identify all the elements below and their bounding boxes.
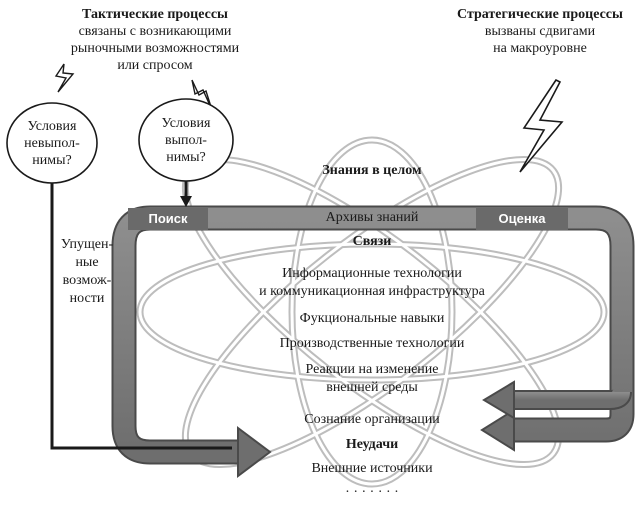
tactical-line-2: рыночными возможностями xyxy=(70,41,240,56)
process-loop xyxy=(111,205,635,465)
evaluation-tab-bg xyxy=(476,208,568,230)
knowledge-production: Производственные технологии xyxy=(279,336,465,351)
tactical-line-3: или спросом xyxy=(117,58,193,73)
knowledge-it-line-1: Информационные технологии xyxy=(282,266,462,281)
knowledge-awareness: Сознание организации xyxy=(304,412,440,427)
strategic-header: Стратегические процессы вызваны сдвигами… xyxy=(440,6,640,57)
loop-arrow-right-lower xyxy=(480,408,515,452)
missed-opportunities-label: Упущен- ные возмож- ности xyxy=(60,237,114,306)
knowledge-functional: Фукциональные навыки xyxy=(299,311,445,326)
strategic-line-2: на макроуровне xyxy=(493,41,587,56)
knowledge-reactions-line-1: Реакции на изменение xyxy=(305,362,439,377)
knowledge-title: Знания в целом xyxy=(322,163,422,178)
knowledge-reactions-line-2: внешней среды xyxy=(326,380,418,395)
knowledge-links: Связи xyxy=(352,234,392,249)
lightning-strategic-icon xyxy=(519,78,564,173)
strategic-title: Стратегические процессы xyxy=(457,7,623,22)
evaluation-tab-label: Оценка xyxy=(498,211,546,226)
tactical-title: Тактические процессы xyxy=(81,7,228,22)
knowledge-it-line-2: и коммуникационная инфраструктура xyxy=(259,284,485,299)
loop-arrow-right-upper xyxy=(482,380,515,420)
knowledge-archives: Архивы знаний xyxy=(325,210,419,225)
search-tab-bg xyxy=(128,208,208,230)
search-tab-label: Поиск xyxy=(148,211,188,226)
condition-left-text: Условия невыпол- нимы? xyxy=(24,119,80,168)
tactical-line-1: связаны с возникающими xyxy=(78,24,232,39)
lightning-left-icon xyxy=(54,63,75,93)
condition-right-text: Условия выпол- нимы? xyxy=(161,116,211,165)
knowledge-ellipsis: · · · · · · · xyxy=(345,485,399,500)
knowledge-external: Внешние источники xyxy=(311,461,433,476)
strategic-line-1: вызваны сдвигами xyxy=(484,24,596,39)
arrow-missed-opportunities xyxy=(50,183,232,450)
tactical-header: Тактические процессы связаны с возникающ… xyxy=(40,6,270,74)
loop-arrow-bottom-left xyxy=(237,426,272,478)
knowledge-failures: Неудачи xyxy=(345,437,399,452)
